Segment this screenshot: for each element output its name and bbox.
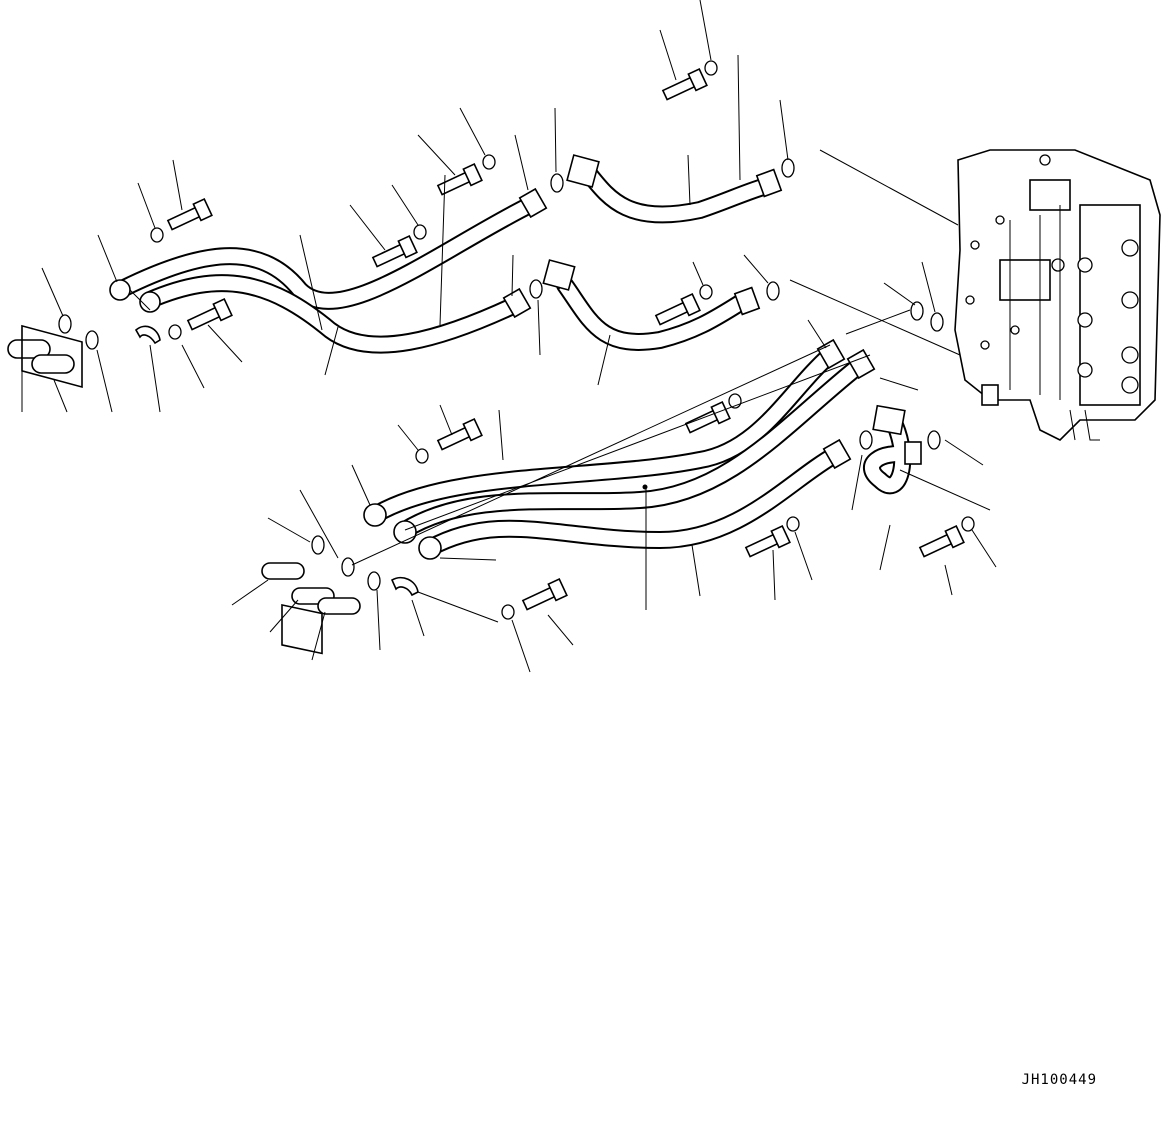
s-bend-hose bbox=[863, 404, 922, 495]
upper-short-hoses bbox=[542, 154, 783, 351]
clamp-icon bbox=[134, 325, 161, 345]
bolt-icon bbox=[436, 418, 483, 451]
flange-icon bbox=[566, 154, 600, 188]
washer-icon bbox=[501, 604, 515, 620]
washers bbox=[150, 60, 975, 620]
bolt-icon bbox=[186, 298, 233, 331]
bolt-icon bbox=[918, 525, 965, 558]
hose-fitting-icon bbox=[502, 287, 532, 319]
o-ring-icon bbox=[930, 312, 944, 332]
leader-lines bbox=[21, 0, 997, 673]
upper-hose-pair bbox=[109, 187, 548, 354]
o-ring-icon bbox=[311, 535, 325, 555]
o-ring-icon bbox=[58, 314, 72, 334]
hose-fitting-icon bbox=[755, 168, 783, 198]
o-ring-icon bbox=[529, 279, 543, 299]
bolt-icon bbox=[521, 578, 568, 611]
o-ring-icon bbox=[550, 173, 564, 193]
hose-fitting-icon bbox=[393, 520, 417, 544]
hose-fitting-icon bbox=[904, 441, 922, 465]
o-ring-icon bbox=[766, 281, 780, 301]
bolt-icon bbox=[684, 401, 731, 434]
hose-fitting-icon bbox=[816, 338, 846, 370]
bolt-icon bbox=[166, 198, 213, 231]
hose-fitting-icon bbox=[846, 348, 876, 380]
o-ring-icon bbox=[85, 330, 99, 350]
hose-fitting-icon bbox=[363, 503, 387, 527]
drawing-number: JH100449 bbox=[1021, 1072, 1097, 1088]
control-valve-assembly bbox=[954, 149, 1161, 441]
washer-icon bbox=[415, 448, 429, 464]
o-ring-icon bbox=[367, 571, 381, 591]
washer-icon bbox=[413, 224, 427, 240]
o-ring-icon bbox=[910, 301, 924, 321]
lower-hose-bundle bbox=[363, 338, 876, 560]
washer-icon bbox=[168, 324, 182, 340]
washer-icon bbox=[704, 60, 718, 76]
bolt-icon bbox=[661, 68, 708, 101]
flange-icon bbox=[872, 404, 906, 436]
o-ring-icon bbox=[341, 557, 355, 577]
o-rings bbox=[58, 158, 944, 591]
clamp-icon bbox=[390, 576, 419, 597]
hose-fitting-icon bbox=[139, 291, 161, 313]
hose-fitting-icon bbox=[822, 438, 852, 470]
washer-icon bbox=[961, 516, 975, 532]
washer-icon bbox=[699, 284, 713, 300]
washer-icon bbox=[150, 227, 164, 243]
washer-icon bbox=[786, 516, 800, 532]
washer-icon bbox=[482, 154, 496, 170]
hose-fitting-icon bbox=[733, 286, 761, 316]
clamps bbox=[134, 325, 419, 597]
bolt-icon bbox=[436, 163, 483, 196]
o-ring-icon bbox=[781, 158, 795, 178]
flange-icon bbox=[542, 259, 576, 291]
hose-fitting-icon bbox=[418, 536, 442, 560]
o-ring-icon bbox=[859, 430, 873, 450]
hose-fitting-icon bbox=[109, 279, 131, 301]
bolt-icon bbox=[654, 293, 701, 326]
left-pipe-stubs bbox=[7, 324, 361, 655]
o-ring-icon bbox=[927, 430, 941, 450]
bolt-icon bbox=[371, 235, 418, 268]
hose-fitting-icon bbox=[518, 187, 548, 219]
bolt-icon bbox=[744, 525, 791, 558]
bolts bbox=[166, 68, 965, 611]
